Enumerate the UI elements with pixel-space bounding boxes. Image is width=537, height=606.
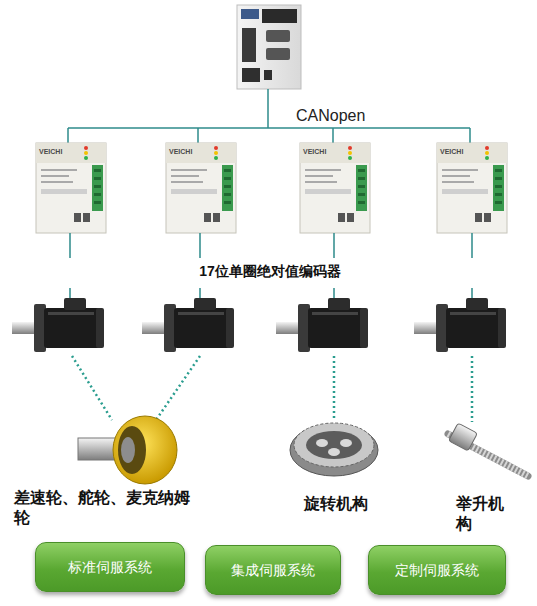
wheel-hub	[118, 426, 146, 474]
controller-port	[266, 30, 290, 42]
gear-housing	[290, 424, 378, 476]
button-text: 集成伺服系统	[231, 562, 315, 579]
brand-mark: VEICHI	[39, 148, 79, 157]
bus-wire	[469, 128, 471, 143]
controller-badge	[241, 9, 259, 19]
brand-mark: VEICHI	[303, 148, 343, 157]
servo-drive	[300, 143, 370, 233]
bus-wire	[332, 128, 334, 143]
can-bus	[68, 89, 470, 143]
brand-mark: VEICHI	[169, 148, 209, 157]
button-text: 标准伺服系统	[68, 559, 152, 576]
coupling-line	[471, 356, 474, 422]
controller-port	[264, 70, 272, 80]
servo-drive	[36, 143, 106, 233]
button-text: 定制伺服系统	[395, 562, 479, 579]
gear-teeth	[294, 423, 374, 467]
controller-port	[266, 48, 290, 60]
brand-mark: VEICHI	[440, 148, 480, 157]
gear-ring	[306, 431, 362, 459]
wheel-axle	[78, 438, 118, 460]
controller-led-panel	[262, 9, 297, 23]
motor-cable	[471, 233, 473, 300]
servo-drive	[166, 143, 236, 233]
mechanism-label: 举升机构	[456, 494, 508, 534]
bus-wire	[68, 127, 470, 129]
screw-nut	[449, 423, 478, 451]
coupling-line	[333, 356, 336, 420]
bus-name: CANopen	[296, 106, 396, 126]
servo-drive	[437, 143, 507, 233]
servo-motor	[142, 298, 234, 352]
wheel-hub-cap	[121, 437, 135, 463]
encoder-label: 17位单圈绝对值编码器	[170, 263, 370, 281]
planet-gear	[316, 439, 328, 447]
motor-cable	[70, 233, 472, 300]
coupling-line	[72, 356, 472, 422]
coupling-line	[156, 356, 200, 420]
system-button: 集成伺服系统	[205, 545, 341, 595]
wheel-tyre	[113, 416, 177, 484]
controller-body	[237, 5, 301, 89]
planet-gear	[328, 448, 340, 456]
coupling-line	[72, 356, 112, 420]
servo-motor	[12, 298, 104, 352]
bus-wire	[197, 128, 199, 143]
planet-gear	[340, 439, 352, 447]
system-button: 定制伺服系统	[368, 545, 506, 595]
servo-motor	[276, 298, 368, 352]
system-button: 标准伺服系统	[35, 542, 185, 592]
controller-port	[242, 68, 260, 82]
bus-wire	[67, 128, 69, 143]
motor-cable	[69, 233, 71, 300]
mechanism-label: 差速轮、舵轮、麦克纳姆轮	[14, 488, 200, 528]
mechanism-label: 旋转机构	[304, 494, 394, 514]
servo-motor	[414, 298, 506, 352]
bus-wire	[267, 89, 269, 128]
controller-port	[242, 28, 256, 62]
